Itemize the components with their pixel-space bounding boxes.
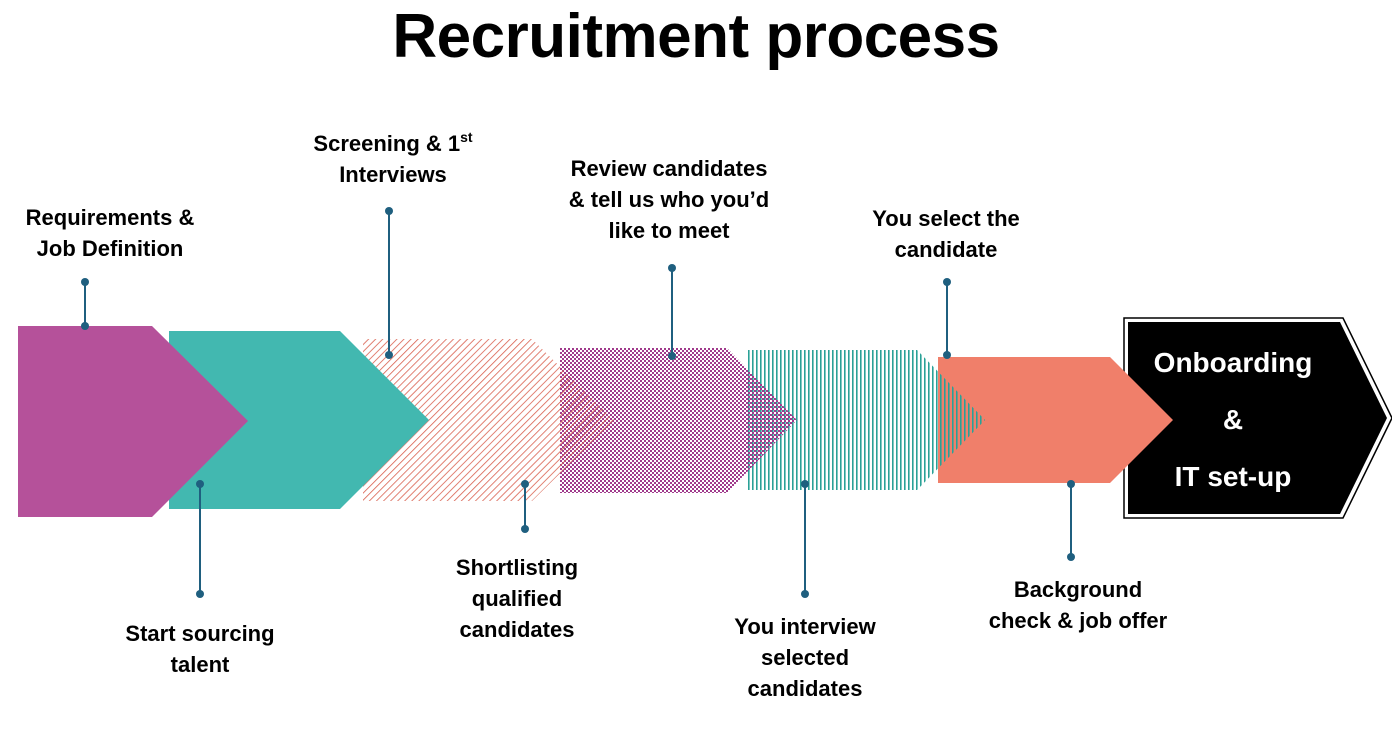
arrow-review [560, 348, 797, 493]
final-step-line2: & [1222, 404, 1244, 435]
label-requirements: Requirements &Job Definition [25, 205, 195, 261]
arrow-sourcing [169, 331, 429, 509]
arrow-requirements [18, 326, 248, 517]
connectors [81, 207, 1075, 598]
final-step-line1: Onboarding [1153, 347, 1313, 378]
arrow-interview [747, 350, 985, 490]
page-title: Recruitment process [392, 2, 1000, 71]
arrow-final-inner [1128, 322, 1387, 514]
arrow-background-check [938, 357, 1173, 483]
final-step-line3: IT set-up [1174, 461, 1292, 492]
label-screening: Screening & 1st Interviews [313, 129, 473, 187]
arrow-shortlisting [363, 339, 614, 501]
